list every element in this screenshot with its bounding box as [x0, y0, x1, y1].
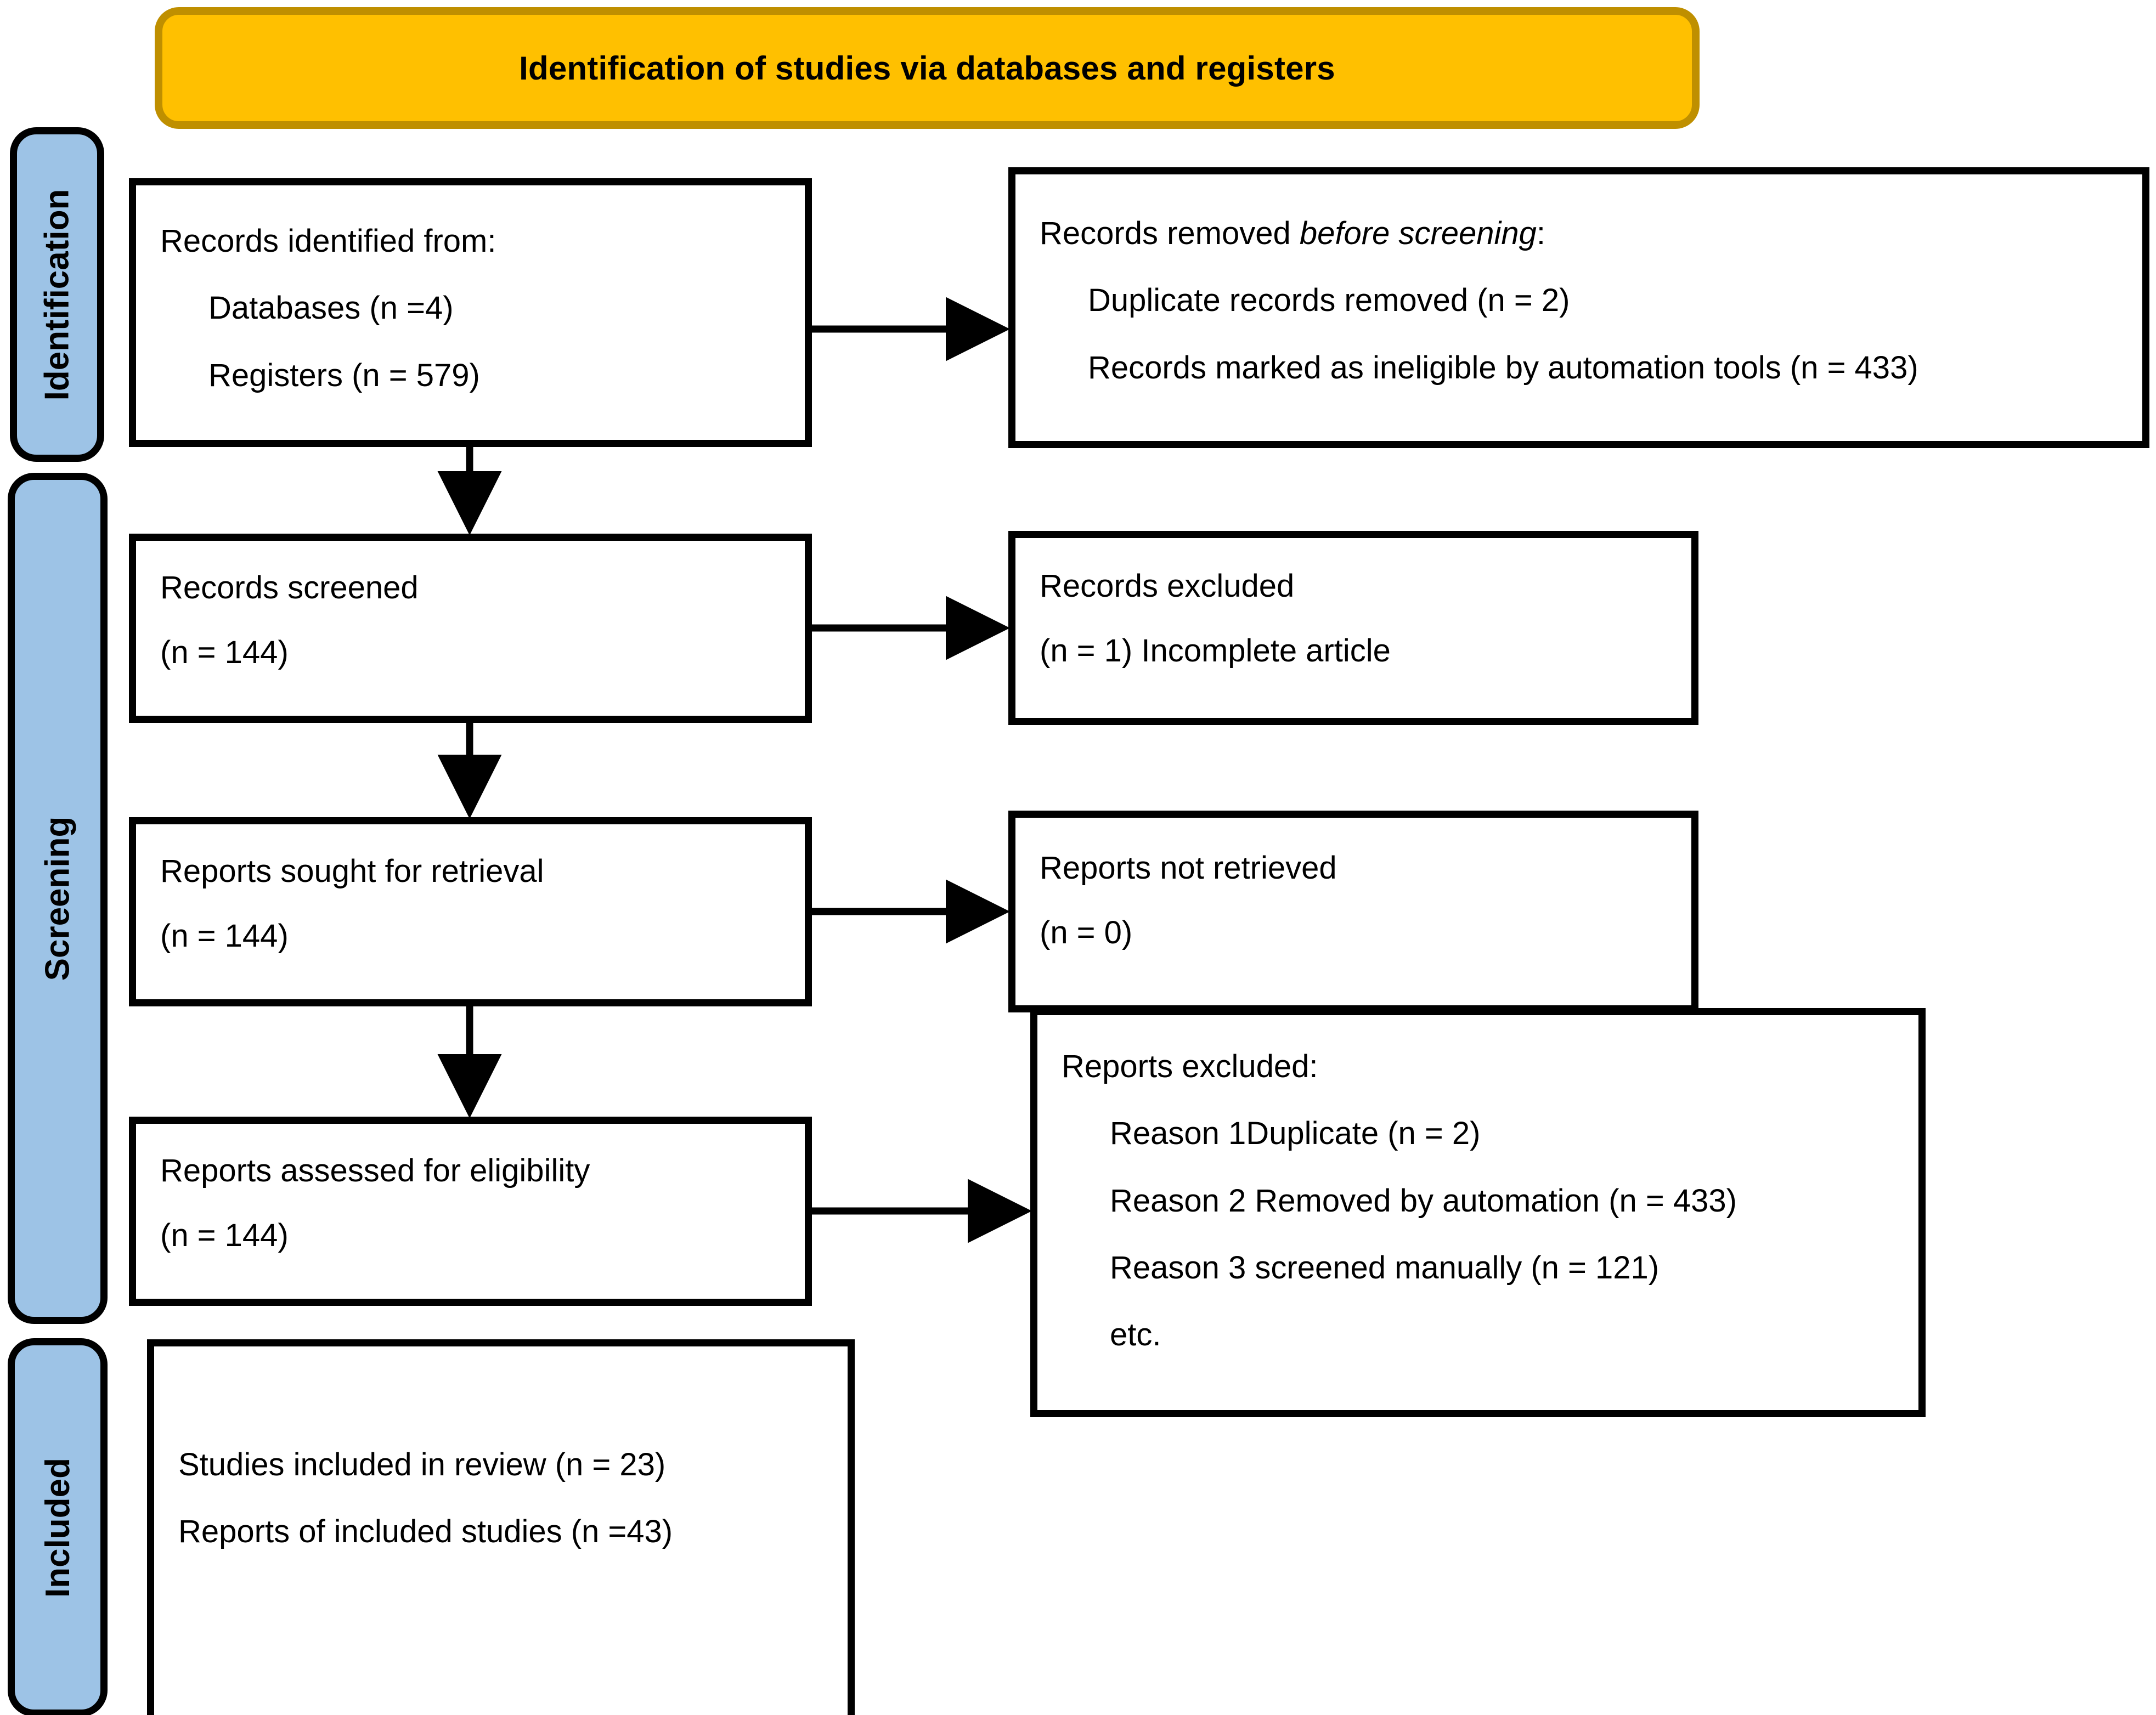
reports-assessed-heading: Reports assessed for eligibility [160, 1153, 590, 1188]
reports-not-retrieved-count: (n = 0) [1040, 915, 1133, 951]
reports-excluded-reason-3: Reason 3 screened manually (n = 121) [1110, 1249, 1660, 1286]
stage-band-screening: Screening [8, 473, 108, 1324]
records-identified-heading: Records identified from: [160, 223, 496, 259]
box-reports-assessed-for-eligibility: Reports assessed for eligibility (n = 14… [129, 1117, 812, 1306]
reports-excluded-reason-2: Reason 2 Removed by automation (n = 433) [1110, 1182, 1737, 1219]
reports-excluded-reason-1: Reason 1Duplicate (n = 2) [1110, 1116, 1481, 1152]
reports-assessed-count: (n = 144) [160, 1218, 289, 1254]
records-excluded-heading: Records excluded [1040, 568, 1295, 604]
reports-of-included-studies: Reports of included studies (n =43) [178, 1514, 673, 1550]
reports-excluded-etc: etc. [1110, 1317, 1161, 1353]
box-records-removed-before-screening: Records removed before screening: Duplic… [1008, 167, 2149, 448]
records-removed-heading-italic: before screening [1299, 216, 1537, 251]
stage-band-included: Included [8, 1338, 108, 1715]
box-records-identified: Records identified from: Databases (n =4… [129, 178, 812, 447]
diagram-title-banner: Identification of studies via databases … [155, 7, 1700, 129]
records-removed-automation: Records marked as ineligible by automati… [1088, 349, 1918, 386]
page-title: Identification of studies via databases … [519, 49, 1335, 87]
stage-band-identification: Identification [10, 127, 104, 462]
box-reports-excluded: Reports excluded: Reason 1Duplicate (n =… [1030, 1008, 1926, 1417]
reports-not-retrieved-heading: Reports not retrieved [1040, 850, 1337, 886]
reports-excluded-heading: Reports excluded: [1062, 1049, 1318, 1084]
records-removed-duplicates: Duplicate records removed (n = 2) [1088, 282, 1570, 319]
reports-sought-heading: Reports sought for retrieval [160, 853, 544, 889]
records-excluded-count: (n = 1) Incomplete article [1040, 633, 1391, 669]
records-removed-heading-plain: Records removed [1040, 216, 1300, 251]
box-records-excluded: Records excluded (n = 1) Incomplete arti… [1008, 531, 1698, 725]
box-records-screened: Records screened (n = 144) [129, 534, 812, 723]
studies-included-in-review: Studies included in review (n = 23) [178, 1447, 666, 1482]
box-reports-sought-for-retrieval: Reports sought for retrieval (n = 144) [129, 817, 812, 1006]
reports-sought-count: (n = 144) [160, 918, 289, 954]
records-screened-heading: Records screened [160, 570, 419, 605]
box-studies-included: Studies included in review (n = 23) Repo… [147, 1339, 855, 1715]
records-identified-registers: Registers (n = 579) [208, 357, 480, 393]
box-reports-not-retrieved: Reports not retrieved (n = 0) [1008, 811, 1698, 1012]
records-removed-heading: Records removed before screening: [1040, 217, 2118, 250]
records-identified-databases: Databases (n =4) [208, 290, 454, 326]
records-screened-count: (n = 144) [160, 635, 289, 671]
records-removed-heading-tail: : [1536, 216, 1546, 251]
